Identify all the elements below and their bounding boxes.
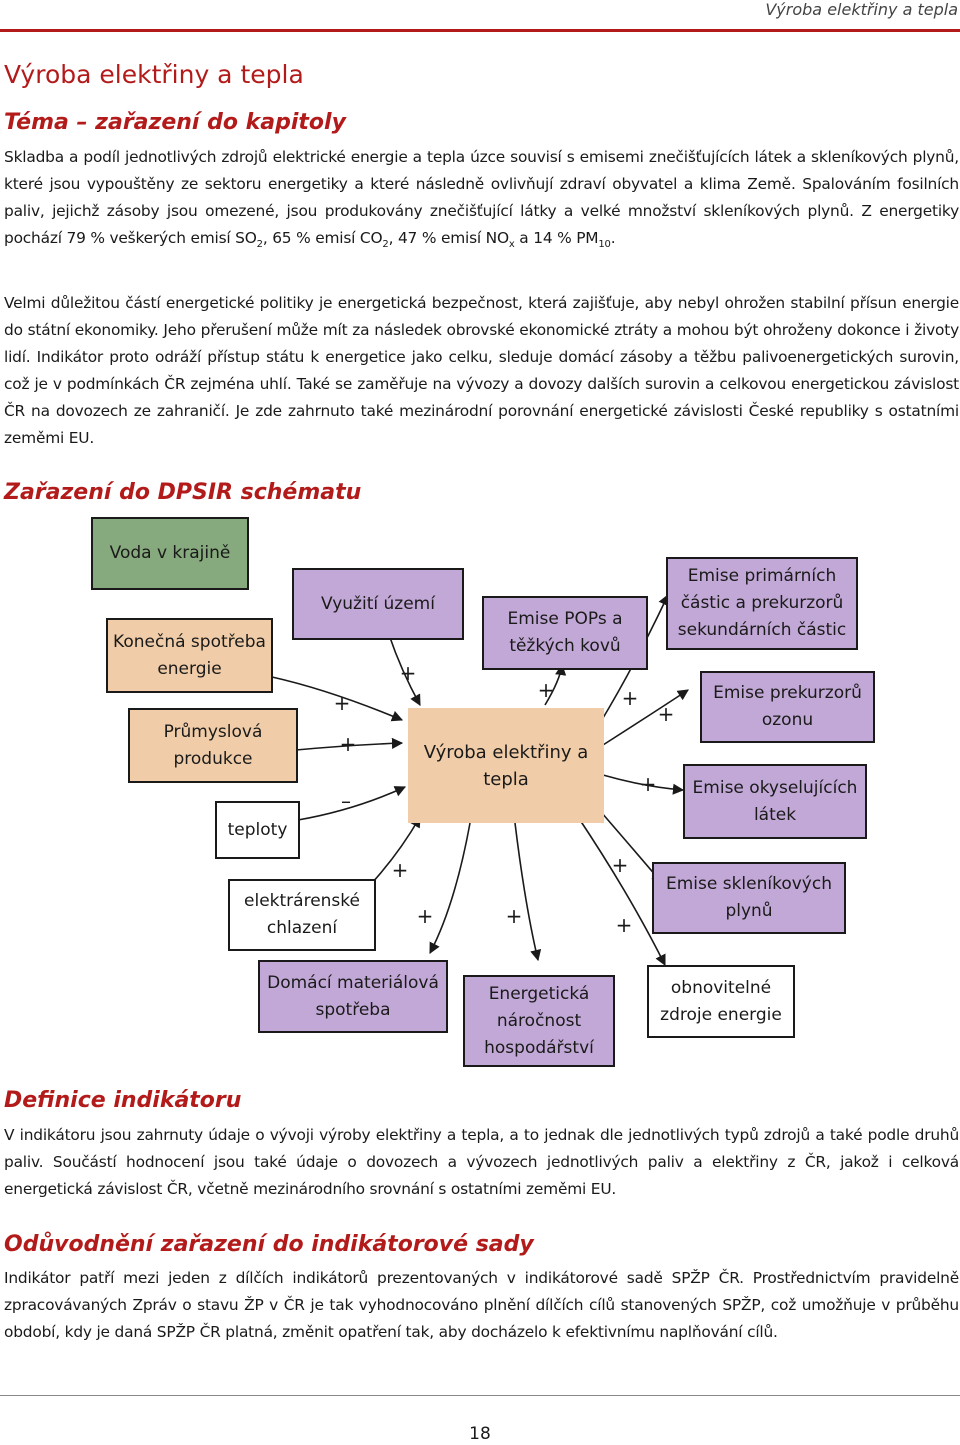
sign-plus: +	[615, 913, 633, 937]
arrow-prumyslova	[295, 737, 404, 751]
definice-paragraph: V indikátoru jsou zahrnuty údaje o vývoj…	[4, 1126, 959, 1198]
sign-plus: +	[621, 686, 639, 710]
box-energeticka-narocnost: Energetická náročnost hospodářství	[463, 975, 615, 1067]
arrow-ozonu	[602, 689, 689, 746]
header-rule	[0, 29, 960, 32]
box-center-vyroba: Výroba elektřiny a tepla	[408, 708, 604, 823]
section-heading-tema: Téma – zařazení do kapitoly	[4, 110, 346, 135]
section-heading-oduvodneni: Odůvodnění zařazení do indikátorové sady	[4, 1232, 534, 1257]
tema-paragraph-1: Skladba a podíl jednotlivých zdrojů elek…	[4, 148, 959, 251]
arrow-okyselujicich	[602, 774, 685, 795]
box-emise-pops: Emise POPs a těžkých kovů	[482, 596, 648, 670]
box-domaci-spotreba: Domácí materiálová spotřeba	[258, 960, 448, 1033]
page-title: Výroba elektřiny a tepla	[4, 60, 304, 89]
sign-plus: +	[537, 678, 555, 702]
sign-plus: +	[391, 858, 409, 882]
sign-plus: +	[639, 772, 657, 796]
box-vyuziti-uzemi: Využití území	[292, 568, 464, 640]
box-prumyslova-produkce: Průmyslová produkce	[128, 708, 298, 783]
running-header: Výroba elektřiny a tepla	[765, 0, 958, 19]
tema-paragraph-2: Velmi důležitou částí energetické politi…	[4, 294, 959, 447]
box-emise-sklenikovych: Emise skleníkových plynů	[652, 862, 846, 934]
box-teploty: teploty	[215, 801, 300, 859]
footer-rule	[0, 1395, 960, 1396]
sign-plus: +	[611, 853, 629, 877]
sign-minus: –	[341, 789, 351, 813]
section-heading-definice: Definice indikátoru	[4, 1088, 242, 1113]
page-number: 18	[469, 1424, 491, 1444]
arrow-narocnost	[514, 822, 542, 962]
box-elektrarenske-chlazeni: elektrárenské chlazení	[228, 879, 376, 951]
dpsir-diagram: Voda v krajině Konečná spotřeba energie …	[0, 505, 960, 1085]
box-emise-okyselujicich: Emise okyselujících látek	[683, 764, 867, 839]
sign-plus: +	[505, 904, 523, 928]
arrow-domaci	[429, 822, 471, 954]
box-obnovitelne-zdroje: obnovitelné zdroje energie	[647, 965, 795, 1038]
box-voda-v-krajine: Voda v krajině	[91, 517, 249, 590]
sign-plus: +	[333, 691, 351, 715]
arrow-teploty	[297, 786, 407, 821]
section-heading-dpsir: Zařazení do DPSIR schématu	[4, 480, 362, 505]
arrow-chlazeni	[369, 816, 421, 886]
box-konecna-spotreba: Konečná spotřeba energie	[106, 618, 273, 693]
box-emise-primarnich: Emise primárních částic a prekurzorů sek…	[666, 557, 858, 650]
sign-plus: +	[339, 732, 357, 756]
sign-plus: +	[416, 904, 434, 928]
arrow-obnovitelne	[577, 816, 666, 967]
arrow-konecna	[271, 676, 404, 722]
box-emise-ozonu: Emise prekurzorů ozonu	[700, 671, 875, 743]
oduvodneni-paragraph: Indikátor patří mezi jeden z dílčích ind…	[4, 1269, 959, 1341]
sign-plus: +	[399, 661, 417, 685]
sign-plus: +	[657, 702, 675, 726]
